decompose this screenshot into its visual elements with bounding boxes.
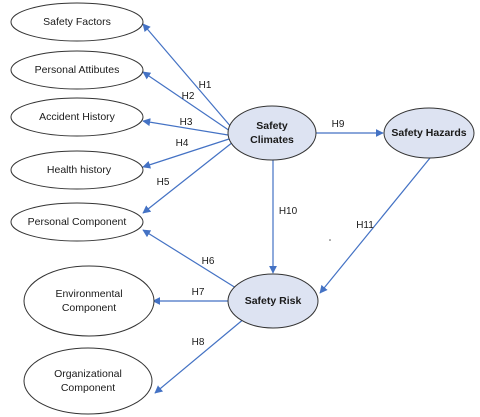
node-personal-component — [10, 202, 144, 242]
label-h6: H6 — [201, 256, 215, 267]
label-h1: H1 — [198, 80, 212, 91]
label-safety-climates: Safety Climates — [250, 120, 294, 146]
arrow-h4 — [142, 138, 230, 169]
label-h9: H9 — [331, 119, 345, 130]
node-health-history — [10, 150, 144, 190]
arrow-h6 — [142, 229, 237, 289]
node-organizational-component — [23, 347, 153, 415]
label-health-history: Health history — [46, 164, 112, 176]
node-safety-climates — [227, 105, 317, 161]
label-h7: H7 — [191, 287, 205, 298]
arrow-h3 — [142, 118, 229, 136]
label-h8: H8 — [191, 337, 205, 348]
arrow-h8 — [154, 317, 246, 394]
node-safety-factors — [10, 2, 144, 42]
arrow-h1 — [142, 23, 233, 129]
label-organizational-component: Organizational Component — [54, 368, 122, 394]
arrow-h5 — [142, 141, 234, 214]
label-h5: H5 — [156, 177, 170, 188]
arrow-h2 — [142, 71, 231, 132]
label-environmental-component: Environmental Component — [55, 288, 123, 314]
label-safety-hazards: Safety Hazards — [391, 127, 467, 139]
label-accident-history: Accident History — [39, 111, 115, 123]
label-h3: H3 — [179, 117, 193, 128]
label-safety-factors: Safety Factors — [43, 16, 111, 28]
node-safety-hazards — [383, 107, 475, 159]
label-h4: H4 — [175, 138, 189, 149]
arrow-h11 — [319, 157, 431, 294]
label-safety-risk: Safety Risk — [244, 295, 302, 307]
node-accident-history — [10, 97, 144, 137]
node-safety-risk — [227, 273, 319, 329]
stray-dot — [329, 239, 331, 241]
label-h2: H2 — [181, 91, 195, 102]
label-personal-attibutes: Personal Attibutes — [34, 64, 120, 76]
label-h10: H10 — [278, 206, 298, 217]
label-h11: H11 — [356, 220, 374, 231]
label-personal-component: Personal Component — [27, 216, 127, 228]
node-personal-attibutes — [10, 50, 144, 90]
node-environmental-component — [23, 265, 155, 337]
